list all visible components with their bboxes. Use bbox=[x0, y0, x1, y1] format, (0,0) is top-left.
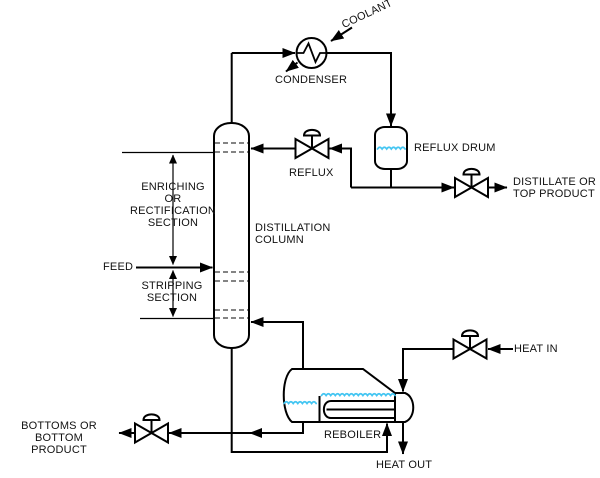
distillate-valve bbox=[454, 167, 489, 199]
bottoms-label: BOTTOMS OR BOTTOM PRODUCT bbox=[6, 420, 112, 456]
valves bbox=[134, 128, 489, 445]
enriching-label-line4: SECTION bbox=[147, 217, 199, 229]
heat-in-valve bbox=[452, 329, 488, 361]
reflux-drum-label: REFLUX DRUM bbox=[414, 142, 496, 154]
coolant-in-arrow bbox=[330, 26, 353, 42]
heat-in-label: HEAT IN bbox=[514, 343, 558, 355]
stripping-label-line2: SECTION bbox=[146, 292, 198, 304]
stripping-label-line1: STRIPPING bbox=[141, 280, 203, 292]
bottoms-label-line1: BOTTOMS OR bbox=[21, 420, 97, 432]
column-label-line2: COLUMN bbox=[255, 234, 304, 246]
feed-label: FEED bbox=[103, 261, 134, 273]
enriching-label-line1: ENRICHING bbox=[141, 181, 205, 193]
reboiler-vessel bbox=[282, 368, 415, 423]
distillation-column-label: DISTILLATION COLUMN bbox=[255, 222, 331, 246]
coolant-out-arrow bbox=[285, 59, 299, 73]
enriching-section-label: ENRICHING OR RECTIFICATION SECTION bbox=[127, 181, 219, 229]
reboiler-feed-pipe bbox=[230, 346, 392, 453]
reboiler-liquid-level-left bbox=[283, 400, 318, 406]
reflux-label: REFLUX bbox=[289, 167, 334, 179]
distillation-column-vessel bbox=[213, 122, 250, 349]
pipes bbox=[118, 48, 513, 455]
column-trays bbox=[215, 142, 248, 319]
bottoms-label-line2: BOTTOM PRODUCT bbox=[31, 432, 87, 456]
reboiler-liquid-level-right bbox=[320, 392, 396, 398]
section-dimension-lines bbox=[122, 151, 213, 320]
reflux-valve bbox=[294, 128, 330, 160]
reboiler-label: REBOILER bbox=[324, 429, 382, 441]
reboiler-vapor-pipe bbox=[250, 317, 304, 370]
stripping-section-label: STRIPPING SECTION bbox=[126, 280, 218, 304]
reflux-drum-vessel bbox=[374, 126, 408, 170]
enriching-label-line2: OR bbox=[164, 193, 182, 205]
drum-liquid-level bbox=[376, 146, 406, 151]
distillate-label-line1: DISTILLATE OR bbox=[513, 176, 597, 188]
column-label-line1: DISTILLATION bbox=[255, 222, 331, 234]
bottoms-pipe-a bbox=[249, 421, 304, 438]
distillate-label-line2: TOP PRODUCT bbox=[513, 188, 595, 200]
heat-exchanger-zigzag-icon bbox=[296, 41, 327, 65]
heat-in-down-pipe bbox=[398, 348, 454, 392]
condenser-to-drum-pipe bbox=[326, 52, 396, 127]
condenser-label: CONDENSER bbox=[275, 74, 348, 86]
enriching-label-line3: RECTIFICATION bbox=[129, 205, 217, 217]
distillate-label: DISTILLATE OR TOP PRODUCT bbox=[513, 176, 596, 200]
heat-out-label: HEAT OUT bbox=[376, 459, 433, 471]
condenser-symbol bbox=[285, 26, 353, 73]
bottoms-valve bbox=[134, 413, 169, 445]
reflux-pipe bbox=[329, 143, 352, 188]
u-tube-bundle bbox=[322, 400, 395, 419]
